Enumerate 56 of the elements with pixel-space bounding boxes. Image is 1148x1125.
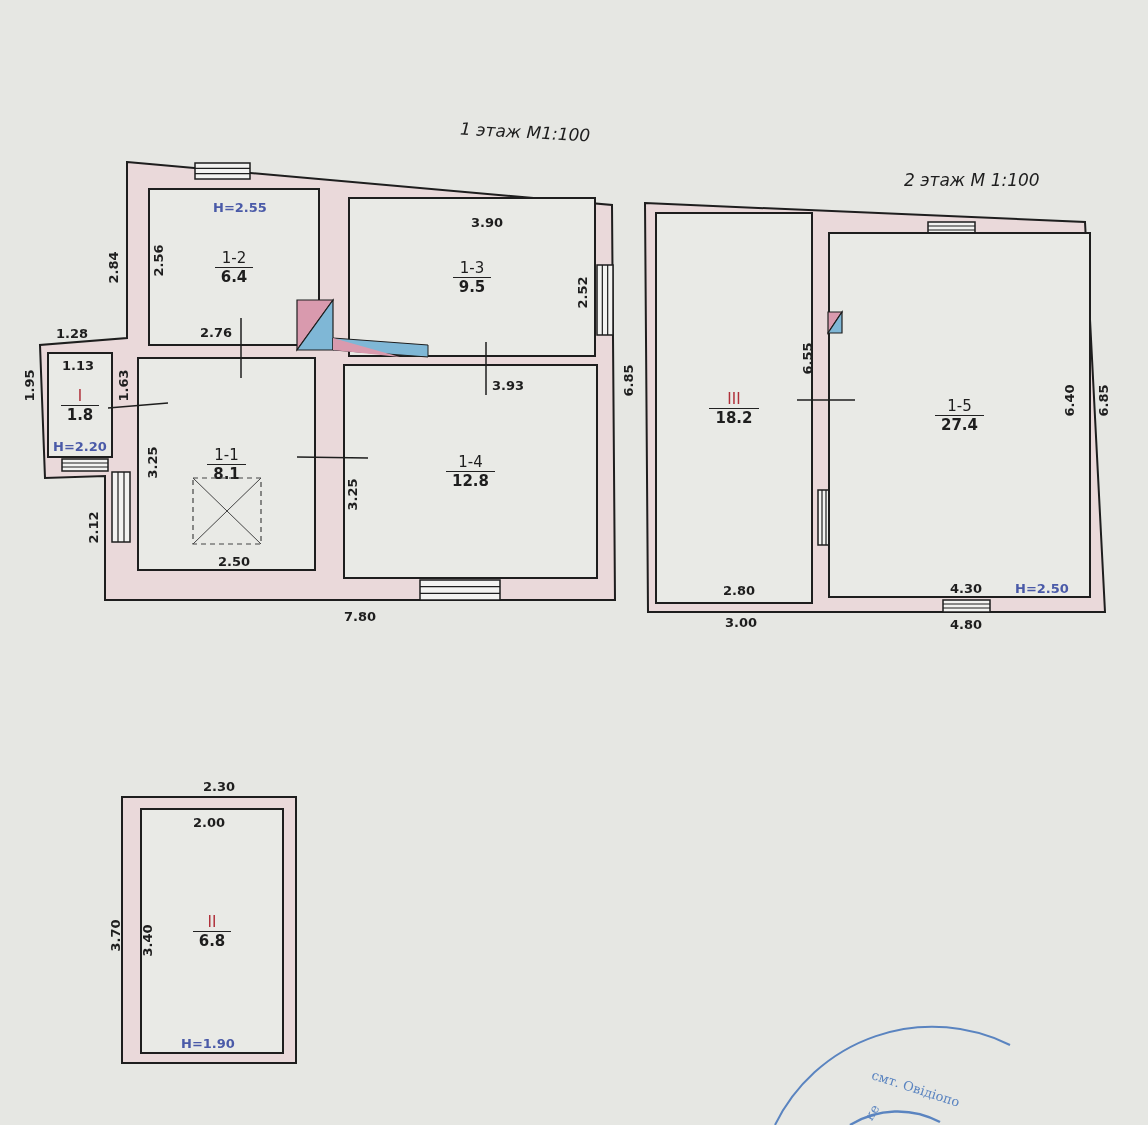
- dimension-label: 3.93: [492, 377, 525, 393]
- dimension-label: 3.70: [107, 918, 123, 952]
- dimension-label: 3.90: [471, 214, 504, 230]
- dimension-label: 3.00: [725, 614, 758, 630]
- room-number: 1-4: [457, 453, 484, 471]
- ceiling-height-label: H=2.55: [213, 199, 267, 215]
- dimension-label: 4.30: [950, 580, 983, 596]
- dimension-label: 2.52: [574, 275, 590, 309]
- dimension-label: 2.12: [85, 510, 101, 544]
- room-area: 18.2: [709, 407, 759, 427]
- room-number: 1-3: [458, 258, 486, 277]
- room-number: III: [726, 389, 742, 408]
- dimension-label: 1.28: [56, 325, 89, 341]
- room-outline: [140, 808, 284, 1054]
- room-number: 1-2: [220, 248, 248, 267]
- room-outline: [828, 232, 1091, 598]
- floor-plan-title: 1 этаж М1:100: [459, 121, 591, 143]
- ceiling-height-label: H=2.50: [1015, 580, 1069, 596]
- room-number: II: [206, 912, 218, 931]
- floor-plan-title: 2 этаж М 1:100: [904, 172, 1040, 188]
- dimension-label: 2.56: [150, 243, 166, 277]
- dimension-label: 2.50: [218, 553, 251, 569]
- dimension-label: 3.25: [144, 445, 160, 479]
- room-outline: [47, 352, 113, 458]
- room-outline: [348, 197, 596, 357]
- dimension-label: 3.25: [344, 477, 360, 511]
- room-outline: [655, 212, 813, 604]
- dimension-label: 6.85: [1095, 383, 1111, 417]
- room-area: 6.8: [192, 930, 232, 950]
- dimension-label: 4.80: [950, 616, 983, 632]
- room-area: 9.5: [452, 276, 492, 296]
- dimension-label: 2.76: [200, 324, 233, 340]
- dimension-label: 3.40: [139, 923, 155, 957]
- dimension-label: 6.85: [620, 363, 636, 397]
- dimension-label: 2.30: [203, 778, 236, 794]
- room-number: 1-5: [946, 396, 973, 415]
- room-outline: [343, 364, 598, 579]
- room-number: I: [76, 386, 84, 405]
- room-area: 6.4: [214, 266, 254, 286]
- ceiling-height-label: H=1.90: [181, 1035, 235, 1051]
- room-area: 27.4: [935, 414, 984, 434]
- room-outline: [137, 357, 316, 571]
- dimension-label: 2.84: [105, 250, 121, 284]
- dimension-label: 6.40: [1061, 383, 1077, 417]
- dimension-label: 1.63: [115, 368, 131, 402]
- ceiling-height-label: H=2.20: [53, 438, 107, 454]
- dimension-label: 2.80: [723, 582, 756, 598]
- dimension-label: 7.80: [344, 608, 377, 624]
- dimension-label: 2.00: [193, 814, 226, 830]
- room-area: 1.8: [60, 404, 100, 424]
- dimension-label: 1.13: [62, 357, 95, 373]
- room-number: 1-1: [213, 445, 240, 464]
- room-area: 12.8: [446, 471, 495, 490]
- room-outline: [148, 188, 320, 346]
- room-area: 8.1: [207, 463, 246, 483]
- dimension-label: 1.95: [21, 368, 37, 402]
